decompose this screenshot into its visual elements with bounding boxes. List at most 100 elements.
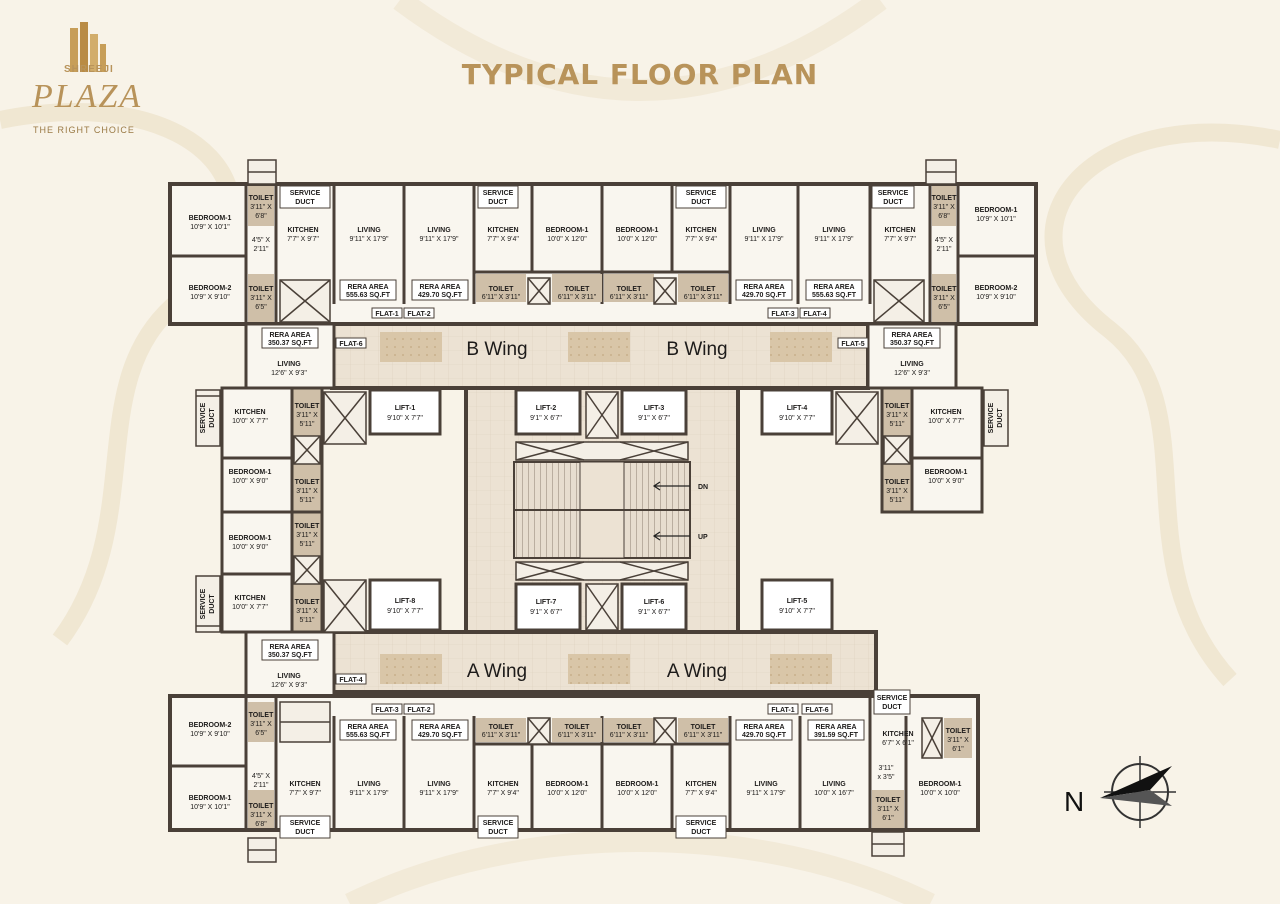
svg-text:DUCT: DUCT [883, 199, 903, 206]
svg-text:6'1": 6'1" [882, 815, 894, 822]
svg-text:LIVING: LIVING [754, 781, 778, 788]
svg-text:BEDROOM-1: BEDROOM-1 [616, 781, 659, 788]
svg-text:SERVICE: SERVICE [290, 190, 321, 197]
svg-text:9'10" X 7'7": 9'10" X 7'7" [779, 608, 815, 615]
flat-tag: FLAT-6 [339, 341, 362, 348]
svg-text:BEDROOM-1: BEDROOM-1 [189, 795, 232, 802]
svg-text:7'7" X 9'4": 7'7" X 9'4" [487, 236, 519, 243]
svg-text:12'6" X 9'3": 12'6" X 9'3" [271, 682, 307, 689]
svg-text:5'11": 5'11" [300, 541, 315, 548]
svg-text:TOILET: TOILET [932, 286, 957, 293]
arrow-up-icon [652, 531, 690, 541]
svg-text:3'11" X: 3'11" X [250, 295, 272, 302]
compass-icon [1100, 756, 1176, 828]
lift-3-label: LIFT-3 [644, 405, 665, 412]
rera-labels: RERA AREA 555.63 SQ.FT RERA AREA 429.70 … [268, 284, 935, 739]
svg-text:3'11" X: 3'11" X [296, 488, 318, 495]
lift-2 [514, 388, 582, 436]
svg-text:6'11" X 3'11": 6'11" X 3'11" [610, 732, 649, 739]
svg-text:TOILET: TOILET [249, 286, 274, 293]
svg-text:KITCHEN: KITCHEN [487, 227, 518, 234]
svg-text:TOILET: TOILET [249, 803, 274, 810]
svg-text:9'11" X 17'9": 9'11" X 17'9" [746, 790, 786, 797]
flat-4-rooms [220, 510, 294, 634]
svg-text:7'7" X 9'7": 7'7" X 9'7" [287, 236, 319, 243]
svg-text:3'11" X: 3'11" X [296, 608, 318, 615]
svg-text:KITCHEN: KITCHEN [234, 595, 265, 602]
svg-text:LIVING: LIVING [900, 361, 924, 368]
flat-tag: FLAT-3 [771, 311, 794, 318]
svg-text:LIVING: LIVING [357, 227, 381, 234]
svg-text:3'11" X: 3'11" X [947, 737, 969, 744]
svg-text:9'1" X 6'7": 9'1" X 6'7" [638, 415, 670, 422]
lift-4 [760, 388, 834, 436]
svg-text:5'11": 5'11" [890, 497, 905, 504]
svg-text:3'11" X: 3'11" X [886, 412, 908, 419]
flat-6-rooms [220, 386, 294, 514]
svg-text:9'11" X 17'9": 9'11" X 17'9" [419, 236, 459, 243]
svg-text:x 3'5": x 3'5" [877, 774, 895, 781]
svg-text:KITCHEN: KITCHEN [685, 781, 716, 788]
svg-text:BEDROOM-1: BEDROOM-1 [546, 227, 589, 234]
svg-text:LIVING: LIVING [427, 781, 451, 788]
svg-text:SERVICE: SERVICE [686, 190, 717, 197]
svg-text:555.63 SQ.FT: 555.63 SQ.FT [812, 292, 857, 299]
flat-tag: FLAT-3 [375, 707, 398, 714]
lift-7 [514, 582, 582, 632]
svg-text:10'0" X 9'0": 10'0" X 9'0" [232, 478, 268, 485]
svg-text:TOILET: TOILET [617, 286, 642, 293]
svg-text:9'1" X 6'7": 9'1" X 6'7" [638, 609, 670, 616]
svg-text:TOILET: TOILET [885, 479, 910, 486]
svg-text:9'1" X 6'7": 9'1" X 6'7" [530, 415, 562, 422]
svg-text:DUCT: DUCT [488, 829, 508, 836]
floor-inlay [380, 654, 442, 684]
svg-text:10'0" X 12'0": 10'0" X 12'0" [547, 236, 587, 243]
svg-text:10'0" X 9'0": 10'0" X 9'0" [928, 478, 964, 485]
svg-text:DUCT: DUCT [691, 199, 711, 206]
svg-text:RERA AREA: RERA AREA [347, 284, 388, 291]
flat-tag: FLAT-6 [805, 707, 828, 714]
svg-text:RERA AREA: RERA AREA [347, 724, 388, 731]
building-icon [70, 22, 106, 72]
svg-text:12'6" X 9'3": 12'6" X 9'3" [894, 370, 930, 377]
north-label: N [1064, 786, 1085, 817]
svg-text:3'11" X: 3'11" X [250, 812, 272, 819]
svg-text:LIVING: LIVING [752, 227, 776, 234]
svg-text:TOILET: TOILET [946, 728, 971, 735]
svg-text:BEDROOM-2: BEDROOM-2 [189, 722, 232, 729]
brand-tagline: THE RIGHT CHOICE [33, 125, 135, 135]
flat-tag: FLAT-1 [771, 707, 794, 714]
stair-up-label: UP [698, 534, 708, 541]
svg-text:555.63 SQ.FT: 555.63 SQ.FT [346, 292, 391, 299]
brand-name-top: SHREEJI [64, 64, 114, 75]
svg-text:TOILET: TOILET [691, 286, 716, 293]
svg-text:350.37 SQ.FT: 350.37 SQ.FT [268, 652, 313, 659]
svg-text:9'11" X 17'9": 9'11" X 17'9" [744, 236, 784, 243]
svg-text:10'9" X 9'10": 10'9" X 9'10" [190, 294, 230, 301]
lift-5-label: LIFT-5 [787, 598, 808, 605]
svg-text:TOILET: TOILET [876, 797, 901, 804]
a-wing-label: A Wing [667, 661, 727, 682]
svg-text:6'8": 6'8" [938, 213, 950, 220]
svg-text:7'7" X 9'7": 7'7" X 9'7" [884, 236, 916, 243]
svg-text:SERVICE: SERVICE [877, 695, 908, 702]
svg-text:TOILET: TOILET [489, 286, 514, 293]
svg-text:9'10" X 7'7": 9'10" X 7'7" [387, 415, 423, 422]
svg-text:KITCHEN: KITCHEN [882, 731, 913, 738]
b-wing-label: B Wing [666, 339, 727, 360]
svg-text:10'9" X 10'1": 10'9" X 10'1" [190, 804, 230, 811]
svg-text:TOILET: TOILET [295, 479, 320, 486]
svg-text:10'9" X 10'1": 10'9" X 10'1" [976, 216, 1016, 223]
svg-text:10'0" X 12'0": 10'0" X 12'0" [617, 236, 657, 243]
svg-text:10'0" X 7'7": 10'0" X 7'7" [928, 418, 964, 425]
svg-text:RERA AREA: RERA AREA [743, 284, 784, 291]
svg-text:10'9" X 9'10": 10'9" X 9'10" [190, 731, 230, 738]
svg-text:10'0" X 7'7": 10'0" X 7'7" [232, 418, 268, 425]
side-flat-labels: LIVING 12'6" X 9'3" LIVING 12'6" X 9'3" … [229, 361, 968, 689]
svg-text:4'5" X: 4'5" X [935, 237, 954, 244]
svg-text:RERA AREA: RERA AREA [269, 332, 310, 339]
svg-text:7'7" X 9'4": 7'7" X 9'4" [685, 236, 717, 243]
svg-text:BEDROOM-1: BEDROOM-1 [189, 215, 232, 222]
svg-text:2'11": 2'11" [937, 246, 952, 253]
svg-text:10'0" X 16'7": 10'0" X 16'7" [814, 790, 854, 797]
